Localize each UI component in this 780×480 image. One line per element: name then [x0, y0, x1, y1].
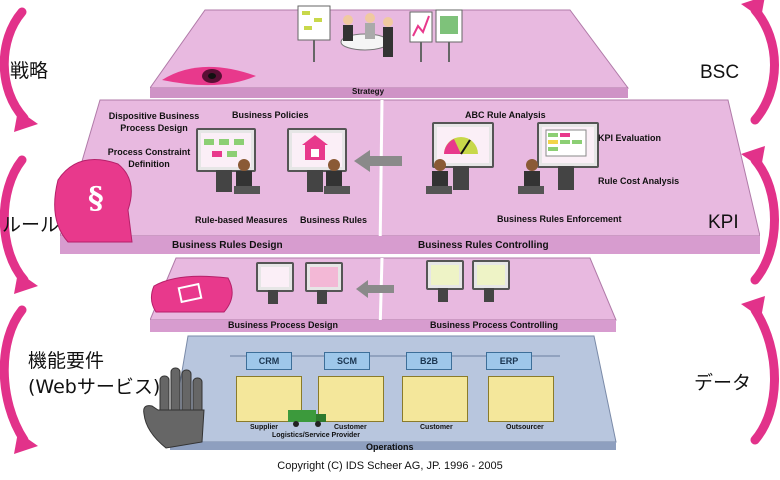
kpi-table-icon [545, 129, 587, 157]
customer-building [402, 376, 468, 422]
screen-stand [438, 288, 448, 302]
label-business-rules: Business Rules [300, 215, 368, 225]
process-flow-icon [204, 139, 244, 157]
label-business-policies: Business Policies [232, 110, 309, 120]
system-crm: CRM [246, 352, 292, 370]
label-business-rules-enforcement: Business Rules Enforcement [497, 214, 622, 224]
party-outsourcer: Outsourcer [506, 424, 544, 431]
gauge-icon [444, 137, 478, 155]
system-b2b: B2B [406, 352, 452, 370]
chip-icon [150, 275, 233, 313]
worker-person [324, 159, 350, 194]
label-rule-cost-analysis: Rule Cost Analysis [598, 176, 680, 186]
screen-stand [268, 290, 278, 304]
cycle-arrows-left [0, 7, 38, 454]
paragraph-icon: § [54, 159, 133, 243]
label-rule-based-measures: Rule-based Measures [195, 215, 288, 225]
side-label-strategy: 戦略 [10, 60, 49, 82]
eye-icon [162, 66, 256, 86]
party-customer: Customer [420, 424, 453, 431]
screen-stand [484, 288, 494, 302]
process-design-mini-screen [256, 262, 294, 292]
screen-stand [453, 166, 469, 190]
copyright-footer: Copyright (C) IDS Scheer AG, JP. 1996 - … [277, 460, 503, 472]
business-rules-design-title: Business Rules Design [172, 240, 283, 251]
screen-stand [307, 170, 323, 192]
side-label-rules: ルール [2, 214, 60, 236]
operations-layer-title: Operations [366, 442, 414, 452]
outsourcer-building [488, 376, 554, 422]
business-process-design-title: Business Process Design [228, 320, 339, 330]
side-label-webservice: (Webサービス) [28, 376, 161, 398]
label-dispositive-process-design: Dispositive Business Process Design [108, 111, 200, 133]
worker-person [518, 159, 544, 194]
business-rules-controlling-title: Business Rules Controlling [418, 240, 549, 251]
screen-stand [216, 170, 232, 192]
process-gauge-mini-screen [426, 260, 464, 290]
process-model-mini-screen [305, 262, 343, 292]
svg-text:§: § [88, 181, 104, 216]
logistics-service-provider: Logistics/Service Provider [272, 432, 360, 439]
hand-icon [143, 367, 205, 449]
flow-arrow-left [356, 280, 394, 298]
policy-house-icon [302, 135, 328, 160]
supplier-building [236, 376, 302, 422]
worker-person [234, 159, 260, 194]
customer-building [318, 376, 384, 422]
delivery-truck-icon [288, 410, 326, 427]
strategy-meeting-illustration [297, 5, 463, 62]
flow-arrow-left [354, 150, 402, 172]
label-kpi-evaluation: KPI Evaluation [598, 133, 662, 143]
process-kpi-mini-screen [472, 260, 510, 290]
side-label-bsc: BSC [700, 62, 740, 83]
label-abc-rule-analysis: ABC Rule Analysis [465, 110, 546, 120]
worker-person [426, 159, 452, 194]
cycle-arrows-right [741, 0, 779, 445]
screen-stand [317, 290, 327, 304]
system-scm: SCM [324, 352, 370, 370]
party-customer: Customer [334, 424, 367, 431]
side-label-data: データ [694, 373, 752, 394]
label-process-constraint-definition: Process Constraint Definition [107, 147, 191, 169]
screen-stand [558, 166, 574, 190]
strategy-layer-label: Strategy [352, 87, 385, 96]
side-label-function: 機能要件 [28, 350, 105, 372]
party-supplier: Supplier [250, 424, 279, 431]
system-erp: ERP [486, 352, 532, 370]
side-label-kpi: KPI [708, 212, 739, 233]
business-process-controlling-title: Business Process Controlling [430, 320, 559, 330]
